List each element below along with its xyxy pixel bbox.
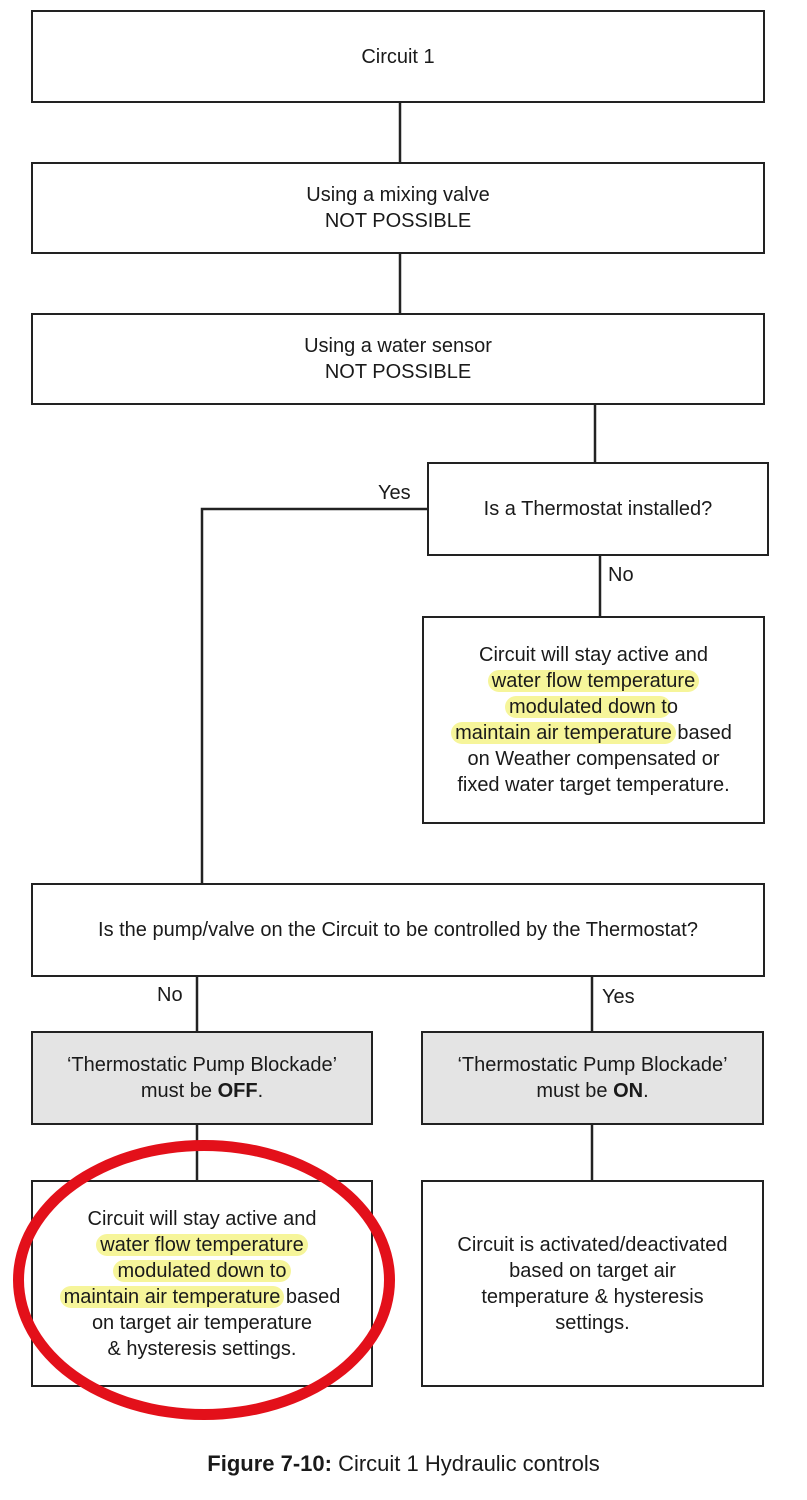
outcome-line: fixed water target temperature. <box>457 774 730 796</box>
figure-caption: Figure 7-10: Circuit 1 Hydraulic control… <box>0 1450 807 1478</box>
outcome-line: temperature & hysteresis <box>481 1285 704 1308</box>
water-sensor-title: Using a water sensor <box>304 335 492 357</box>
highlighted-text: modulated down to <box>113 1259 291 1282</box>
blockade-off-suffix: . <box>257 1080 264 1102</box>
blockade-off-box: ‘Thermostatic Pump Blockade’ must be OFF… <box>31 1031 373 1125</box>
highlighted-text: modulated down t <box>504 696 671 718</box>
outcome-text: o <box>666 696 678 718</box>
circuit-box: Circuit 1 <box>31 10 765 103</box>
thermostat-question-box: Is a Thermostat installed? <box>427 462 769 556</box>
outcome-line: settings. <box>555 1311 630 1334</box>
pump-yes-label: Yes <box>602 986 635 1008</box>
thermostat-yes-label: Yes <box>378 482 411 504</box>
blockade-off-prefix: must be <box>140 1080 218 1102</box>
water-sensor-box: Using a water sensor NOT POSSIBLE <box>31 313 765 405</box>
mixing-valve-title: Using a mixing valve <box>306 184 490 206</box>
highlighted-text: water flow temperature <box>96 1233 308 1256</box>
water-sensor-status: NOT POSSIBLE <box>324 361 472 383</box>
blockade-on-box: ‘Thermostatic Pump Blockade’ must be ON. <box>421 1031 764 1125</box>
thermostat-question-text: Is a Thermostat installed? <box>483 498 713 520</box>
pump-question-box: Is the pump/valve on the Circuit to be c… <box>31 883 765 977</box>
outcome-line: & hysteresis settings. <box>107 1337 297 1360</box>
outcome-line: on target air temperature <box>91 1311 313 1334</box>
figure-caption-text: Circuit 1 Hydraulic controls <box>331 1451 600 1476</box>
outcome-line: water flow temperature <box>487 668 700 694</box>
blockade-off-value: OFF <box>217 1080 258 1102</box>
outcome-line: Circuit is activated/deactivated <box>457 1233 728 1256</box>
thermostat-no-label: No <box>608 564 634 586</box>
connector-thermostat-yes <box>200 507 428 884</box>
no-control-outcome-box: Circuit will stay active and water flow … <box>31 1180 373 1387</box>
outcome-line: modulated down to <box>113 1258 291 1284</box>
outcome-text: based <box>671 722 732 744</box>
outcome-line: maintain air temperature based <box>451 720 732 746</box>
highlighted-text: maintain air temperature <box>59 1285 285 1308</box>
outcome-line: on Weather compensated or <box>467 748 720 770</box>
mixing-valve-status: NOT POSSIBLE <box>324 210 472 232</box>
outcome-line: modulated down to <box>504 694 678 720</box>
highlighted-text: maintain air temperature <box>451 722 676 744</box>
circuit-label: Circuit 1 <box>361 45 435 68</box>
pump-question-text: Is the pump/valve on the Circuit to be c… <box>98 919 698 941</box>
outcome-text: based <box>280 1285 341 1308</box>
blockade-on-value: ON <box>613 1080 644 1102</box>
outcome-line: maintain air temperature based <box>59 1284 341 1310</box>
blockade-on-prefix: must be <box>536 1080 614 1102</box>
figure-caption-number: Figure 7-10: <box>207 1451 332 1476</box>
blockade-on-name: ‘Thermostatic Pump Blockade’ <box>457 1054 728 1076</box>
blockade-off-setting: must be OFF. <box>141 1078 263 1104</box>
outcome-line: water flow temperature <box>96 1232 308 1258</box>
highlighted-text: water flow temperature <box>487 670 700 692</box>
blockade-on-suffix: . <box>643 1080 649 1102</box>
outcome-line: Circuit will stay active and <box>479 644 708 666</box>
outcome-line: Circuit will stay active and <box>87 1207 317 1230</box>
outcome-line: based on target air <box>509 1259 676 1282</box>
control-outcome-box: Circuit is activated/deactivated based o… <box>421 1180 764 1387</box>
blockade-off-name: ‘Thermostatic Pump Blockade’ <box>66 1054 338 1076</box>
pump-no-label: No <box>157 984 183 1006</box>
blockade-on-setting: must be ON. <box>536 1078 648 1104</box>
no-thermostat-outcome-box: Circuit will stay active and water flow … <box>422 616 765 824</box>
mixing-valve-box: Using a mixing valve NOT POSSIBLE <box>31 162 765 254</box>
